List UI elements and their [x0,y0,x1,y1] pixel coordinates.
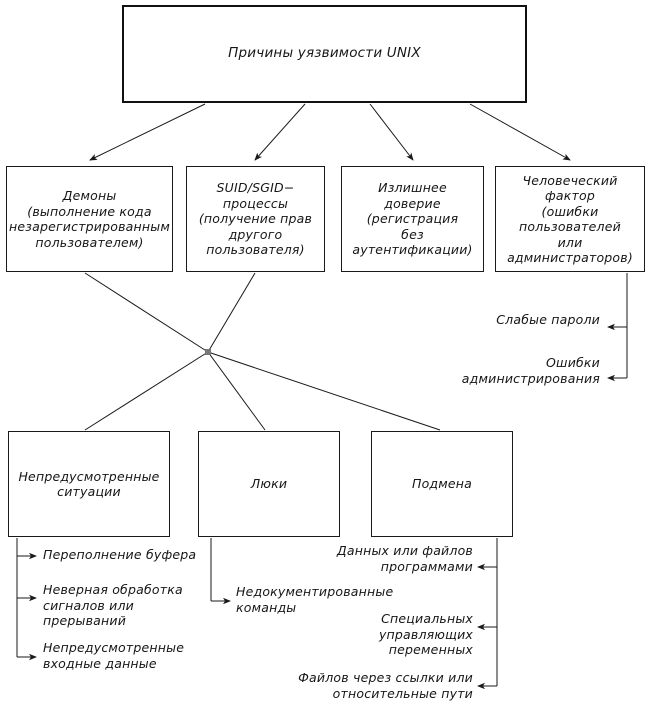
node-hatches-label: Люки [250,476,288,492]
leaf-data-or-files: Данных или файлов программами [336,543,473,574]
leaf-signal-handling: Неверная обработка сигналов или прерыван… [43,582,183,628]
leaf-admin-errors: Ошибки администрирования [461,355,600,386]
leaf-control-variables: Специальных управляющих переменных [378,611,473,657]
node-suid-sgid-label: SUID/SGID− процессы (получение прав друг… [198,180,313,258]
node-root-label: Причины уязвимости UNIX [228,45,421,62]
node-unforeseen-situations[interactable]: Непредусмотренные ситуации [8,431,170,537]
node-substitution[interactable]: Подмена [371,431,513,537]
node-hatches[interactable]: Люки [198,431,340,537]
node-excessive-trust-label: Излишнее доверие (регистрация без аутент… [352,180,473,258]
node-human-factor-label: Человеческий фактор (ошибки пользователе… [507,172,633,266]
node-daemons-label: Демоны (выполнение кода незарегистрирова… [9,188,170,250]
node-substitution-label: Подмена [411,476,473,492]
leaf-buffer-overflow: Переполнение буфера [43,547,197,562]
node-excessive-trust[interactable]: Излишнее доверие (регистрация без аутент… [341,166,484,272]
node-daemons[interactable]: Демоны (выполнение кода незарегистрирова… [6,166,173,272]
node-suid-sgid[interactable]: SUID/SGID− процессы (получение прав друг… [186,166,325,272]
leaf-files-via-links: Файлов через ссылки или относительные пу… [298,670,473,701]
leaf-weak-passwords: Слабые пароли [496,312,600,327]
node-unforeseen-situations-label: Непредусмотренные ситуации [18,468,160,500]
leaf-undocumented-commands: Недокументированные команды [236,584,394,615]
node-human-factor[interactable]: Человеческий фактор (ошибки пользователе… [495,166,645,272]
node-root-causes[interactable]: Причины уязвимости UNIX [122,5,527,103]
leaf-unforeseen-input: Непредусмотренные входные данные [43,640,185,671]
